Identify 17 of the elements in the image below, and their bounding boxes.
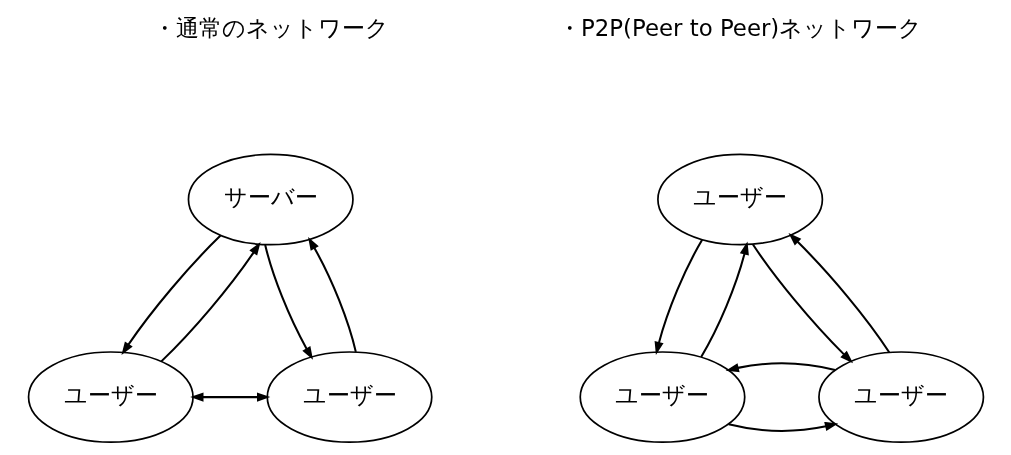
arrow: [263, 244, 313, 360]
node-ellipse: ユーザー: [265, 351, 433, 444]
arrow: [120, 234, 221, 356]
arrow: [307, 237, 357, 353]
arrow: [160, 241, 261, 363]
node-ellipse: サーバー: [187, 153, 354, 246]
arrow: [654, 239, 703, 355]
arrow: [189, 392, 270, 402]
arrow: [725, 362, 835, 373]
arrow: [699, 241, 749, 358]
arrow: [727, 421, 838, 432]
arrow: [788, 232, 890, 353]
label: ・通常のネットワーク: [152, 14, 389, 41]
label: ・P2P(Peer to Peer)ネットワーク: [557, 14, 922, 41]
arrow: [751, 243, 853, 364]
node-ellipse: ユーザー: [27, 351, 194, 444]
node-ellipse: ユーザー: [578, 351, 746, 444]
